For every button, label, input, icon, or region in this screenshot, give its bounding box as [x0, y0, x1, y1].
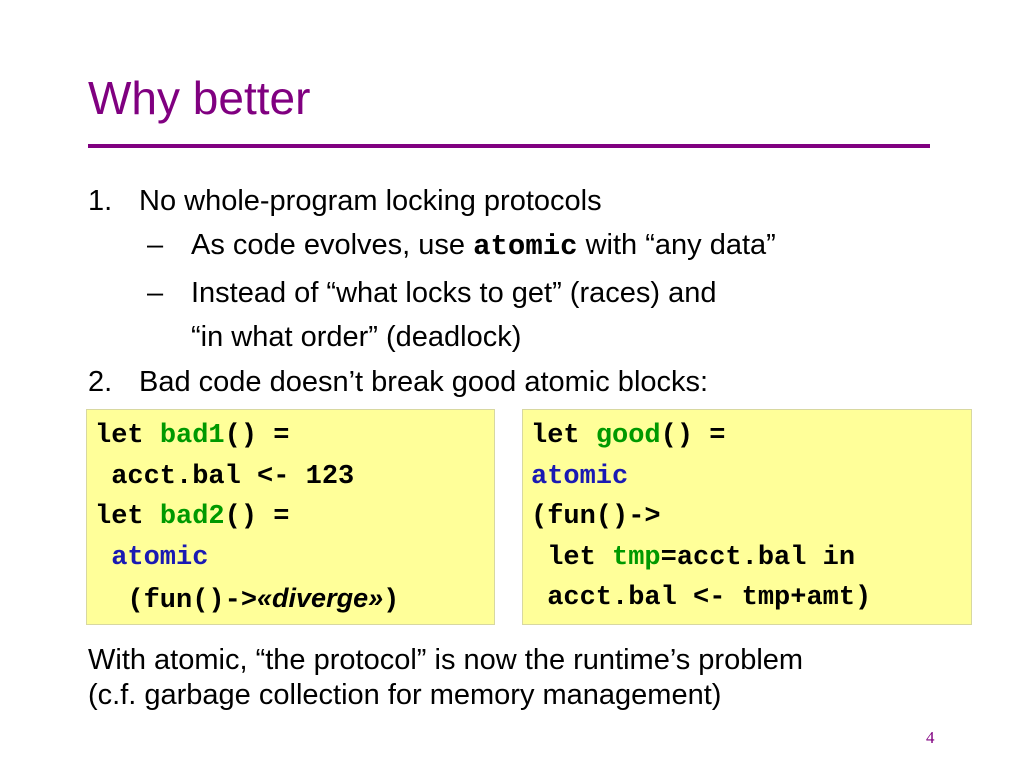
code-bad-line-1: let bad1() = [95, 416, 486, 457]
diverge-placeholder: «diverge» [257, 583, 384, 613]
subpoint-1-code: atomic [473, 230, 578, 263]
variable-tmp: tmp [612, 542, 661, 573]
point-1-text: No whole-program locking protocols [139, 185, 602, 217]
code-block-good: let good() = atomic (fun()-> let tmp=acc… [522, 409, 972, 625]
code-good-line-1: let good() = [531, 416, 963, 457]
point-1-number: 1. [88, 185, 113, 217]
code-text: () = [224, 421, 290, 451]
subpoint-1-before: As code evolves, use [191, 229, 474, 261]
function-name-good: good [595, 421, 661, 451]
slide-title: Why better [88, 72, 311, 124]
subpoint-1-dash: – [147, 229, 164, 261]
title-divider [88, 144, 930, 148]
conclusion-line-2: (c.f. garbage collection for memory mana… [88, 679, 722, 711]
keyword-let: let [531, 421, 596, 451]
code-text: () = [224, 502, 290, 532]
code-text: (fun()-> [95, 586, 258, 616]
code-bad-line-3: let bad2() = [95, 497, 486, 538]
point-2-text: Bad code doesn’t break good atomic block… [139, 366, 709, 398]
keyword-let: let [95, 421, 160, 451]
code-bad-line-4: atomic [95, 538, 486, 579]
code-good-line-2: atomic [531, 461, 629, 492]
code-good-line-3: (fun()-> [531, 502, 661, 532]
subpoint-2-line-1: Instead of “what locks to get” (races) a… [191, 277, 717, 309]
code-text: let [531, 542, 613, 573]
function-name-bad2: bad2 [159, 502, 225, 532]
subpoint-1-text: As code evolves, use atomic with “any da… [191, 227, 776, 265]
subpoint-1-after: with “any data” [577, 229, 776, 261]
code-text: =acct.bal in [660, 542, 856, 573]
code-good-line-5: acct.bal <- tmp+amt) [531, 583, 872, 613]
code-text: () = [660, 421, 726, 451]
code-good-line-4: let tmp=acct.bal in [531, 538, 963, 579]
code-bad-line-5: (fun()->«diverge») [95, 578, 486, 622]
code-bad-line-2: acct.bal <- 123 [95, 461, 355, 492]
conclusion-line-1: With atomic, “the protocol” is now the r… [88, 644, 804, 676]
keyword-atomic: atomic [111, 542, 209, 573]
keyword-let: let [95, 502, 160, 532]
subpoint-2-dash: – [147, 277, 164, 309]
point-2-number: 2. [88, 366, 113, 398]
code-text: ) [383, 586, 400, 616]
page-number: 4 [926, 728, 935, 747]
function-name-bad1: bad1 [159, 421, 225, 451]
code-block-bad: let bad1() = acct.bal <- 123 let bad2() … [86, 409, 495, 625]
subpoint-2-line-2: “in what order” (deadlock) [191, 321, 522, 353]
code-indent [95, 543, 111, 573]
